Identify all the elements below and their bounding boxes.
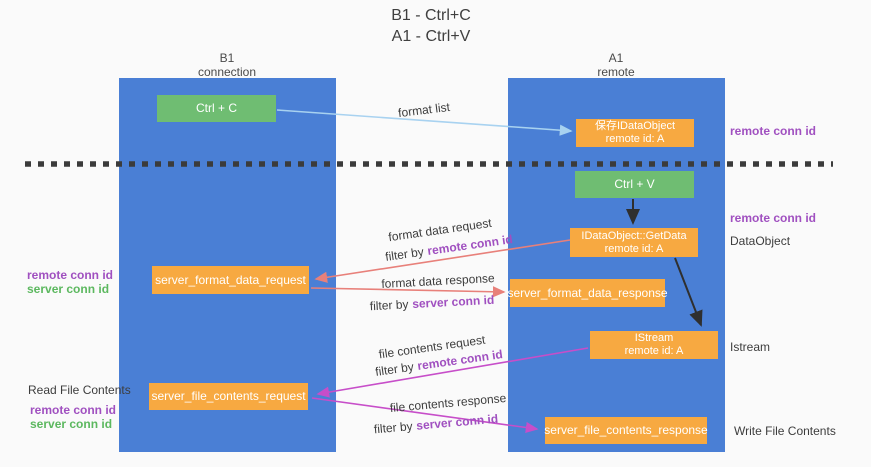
diagram-title: B1 - Ctrl+C A1 - Ctrl+V bbox=[391, 5, 471, 47]
node-server-format-data-response: server_format_data_response bbox=[507, 279, 668, 307]
title-line-1: B1 - Ctrl+C bbox=[391, 7, 471, 24]
node-getdata-line2: remote id: A bbox=[604, 242, 664, 255]
node-save-dataobject-line1: 保存IDataObject bbox=[594, 120, 676, 132]
filter-by-prefix: filter by bbox=[384, 244, 425, 264]
node-ctrl-v-label: Ctrl + V bbox=[614, 177, 655, 191]
node-server-file-contents-response: server_file_contents_response bbox=[544, 417, 708, 444]
label-remote-conn-id-top: remote conn id bbox=[730, 124, 817, 138]
title-line-2: A1 - Ctrl+V bbox=[391, 28, 471, 45]
lane-b1-role: connection bbox=[197, 65, 257, 79]
lane-b1-name: B1 bbox=[219, 51, 235, 65]
node-server-format-data-request: server_format_data_request bbox=[152, 266, 309, 294]
server-conn-id-text: server conn id bbox=[411, 292, 495, 312]
node-getdata: IDataObject::GetData remote id: A bbox=[570, 228, 698, 257]
node-ctrl-v: Ctrl + V bbox=[575, 171, 694, 198]
node-getdata-line1: IDataObject::GetData bbox=[581, 229, 687, 242]
filter-by-prefix: filter by bbox=[373, 419, 414, 437]
lane-a1-name: A1 bbox=[608, 51, 624, 65]
label-remote-conn-id-mid: remote conn id bbox=[730, 211, 817, 225]
filter-by-prefix: filter by bbox=[369, 297, 409, 314]
lane-header-b1: B1 connection bbox=[198, 51, 256, 79]
label-format-list: format list bbox=[397, 99, 451, 121]
node-server-file-contents-request: server_file_contents_request bbox=[149, 383, 308, 410]
label-left-server-conn-2: server conn id bbox=[30, 417, 113, 431]
label-left-remote-conn-1: remote conn id bbox=[27, 268, 114, 282]
label-read-file-contents: Read File Contents bbox=[28, 383, 131, 397]
node-server-format-data-response-label: server_format_data_response bbox=[507, 285, 668, 300]
lane-a1-role: remote bbox=[597, 65, 635, 79]
label-dataobject: DataObject bbox=[730, 234, 791, 248]
node-server-file-contents-response-label: server_file_contents_response bbox=[544, 423, 708, 437]
label-format-data-response: format data response bbox=[381, 271, 495, 291]
label-istream: Istream bbox=[730, 340, 771, 354]
lane-header-a1: A1 remote bbox=[597, 51, 634, 79]
server-conn-id-text: server conn id bbox=[415, 411, 499, 433]
filter-by-prefix: filter by bbox=[374, 359, 415, 379]
label-left-server-conn-1: server conn id bbox=[27, 282, 110, 296]
node-server-format-data-request-label: server_format_data_request bbox=[155, 272, 306, 287]
node-istream: IStream remote id: A bbox=[590, 331, 718, 359]
node-istream-line1: IStream bbox=[634, 332, 674, 344]
node-ctrl-c: Ctrl + C bbox=[157, 95, 276, 122]
node-save-dataobject-line2: remote id: A bbox=[605, 133, 665, 145]
label-write-file-contents: Write File Contents bbox=[734, 424, 836, 438]
label-left-remote-conn-2: remote conn id bbox=[30, 403, 117, 417]
node-istream-line2: remote id: A bbox=[624, 345, 684, 357]
node-save-dataobject: 保存IDataObject remote id: A bbox=[576, 119, 694, 147]
node-ctrl-c-label: Ctrl + C bbox=[195, 101, 237, 115]
node-server-file-contents-request-label: server_file_contents_request bbox=[151, 389, 306, 403]
